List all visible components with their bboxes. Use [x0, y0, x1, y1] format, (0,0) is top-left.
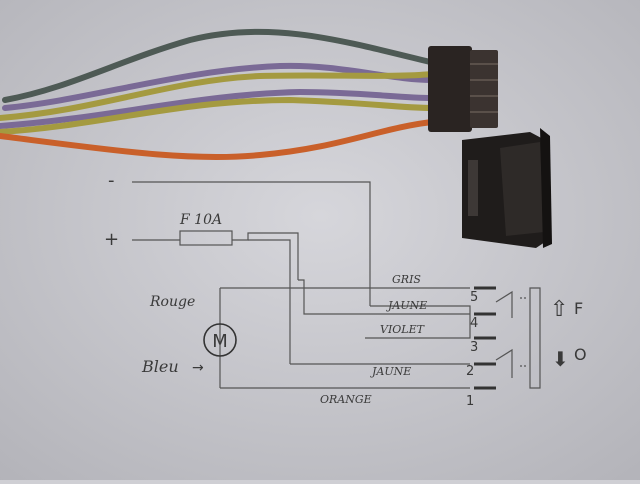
- wire-orange: [0, 119, 435, 161]
- wire-label-gris: GRIS: [392, 273, 421, 286]
- wire-label-jaune-bottom: JAUNE: [370, 365, 411, 378]
- pin-number: 4: [470, 316, 478, 331]
- bleu-arrow-icon: →: [192, 360, 204, 376]
- wire-label-jaune-top: JAUNE: [386, 299, 427, 312]
- bleu-label: Bleu: [141, 357, 179, 376]
- pin-number: 1: [466, 394, 474, 409]
- wire-label-orange: ORANGE: [320, 393, 372, 406]
- minus-label: -: [108, 170, 115, 191]
- pin-number: 3: [470, 340, 478, 355]
- harness-connector: [428, 46, 498, 132]
- down-arrow-icon: ⬇: [552, 347, 569, 371]
- wire-grey: [2, 28, 433, 103]
- wire-label-violet: VIOLET: [380, 323, 426, 336]
- rouge-label: Rouge: [149, 294, 195, 310]
- wire-harness: [0, 28, 435, 161]
- wire-yellow-1: [0, 71, 435, 121]
- wire-yellow-2: [0, 96, 435, 135]
- position-up-label: F: [574, 299, 583, 318]
- rocker-switch: [462, 128, 552, 248]
- motor-symbol: M: [203, 323, 237, 357]
- pin-terminals: [474, 286, 496, 390]
- motor-letter: M: [212, 331, 228, 352]
- plus-label: +: [104, 229, 119, 250]
- position-down-label: O: [574, 345, 587, 364]
- up-arrow-icon: ⇧: [550, 297, 568, 322]
- schematic-lines: [132, 181, 541, 389]
- fuse-label: F 10A: [179, 212, 222, 228]
- pin-number: 5: [470, 290, 478, 305]
- pin-number: 2: [466, 364, 474, 379]
- wire-violet-2: [0, 88, 435, 129]
